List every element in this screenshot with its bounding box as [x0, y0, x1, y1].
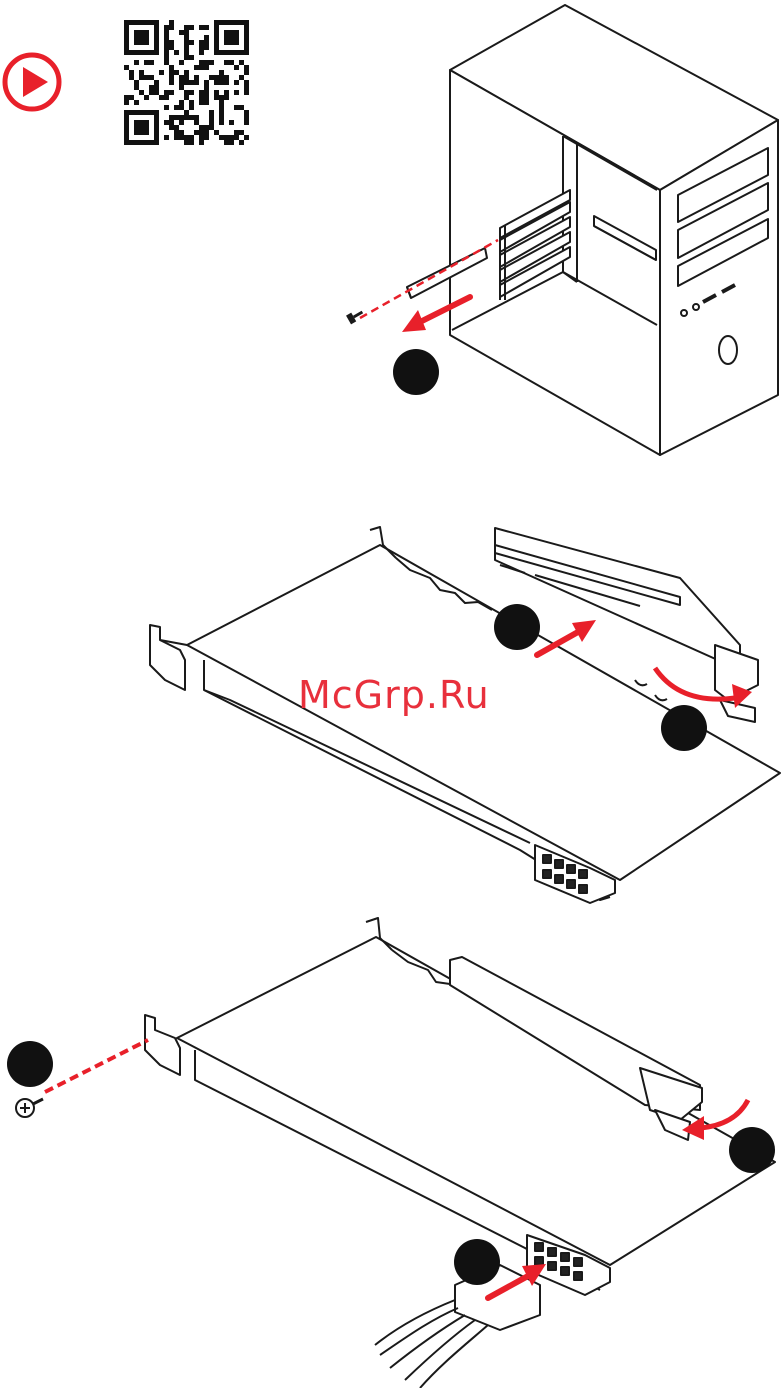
step-marker-icon — [7, 1041, 53, 1087]
step-marker-icon — [454, 1239, 500, 1285]
qr-code-icon[interactable] — [124, 20, 249, 145]
insert-arrow-icon — [537, 620, 596, 655]
watermark-text: McGrp.Ru — [298, 673, 490, 717]
graphics-card-secure-illustration — [145, 918, 775, 1388]
video-play-button[interactable] — [5, 55, 59, 109]
screw-icon — [16, 1099, 43, 1117]
pc-case-illustration — [407, 5, 778, 455]
step-marker-icon — [661, 705, 707, 751]
screw-path-line — [45, 1040, 148, 1092]
step-marker-icon — [729, 1127, 775, 1173]
step-marker-icon — [393, 349, 439, 395]
step-marker-icon — [494, 604, 540, 650]
